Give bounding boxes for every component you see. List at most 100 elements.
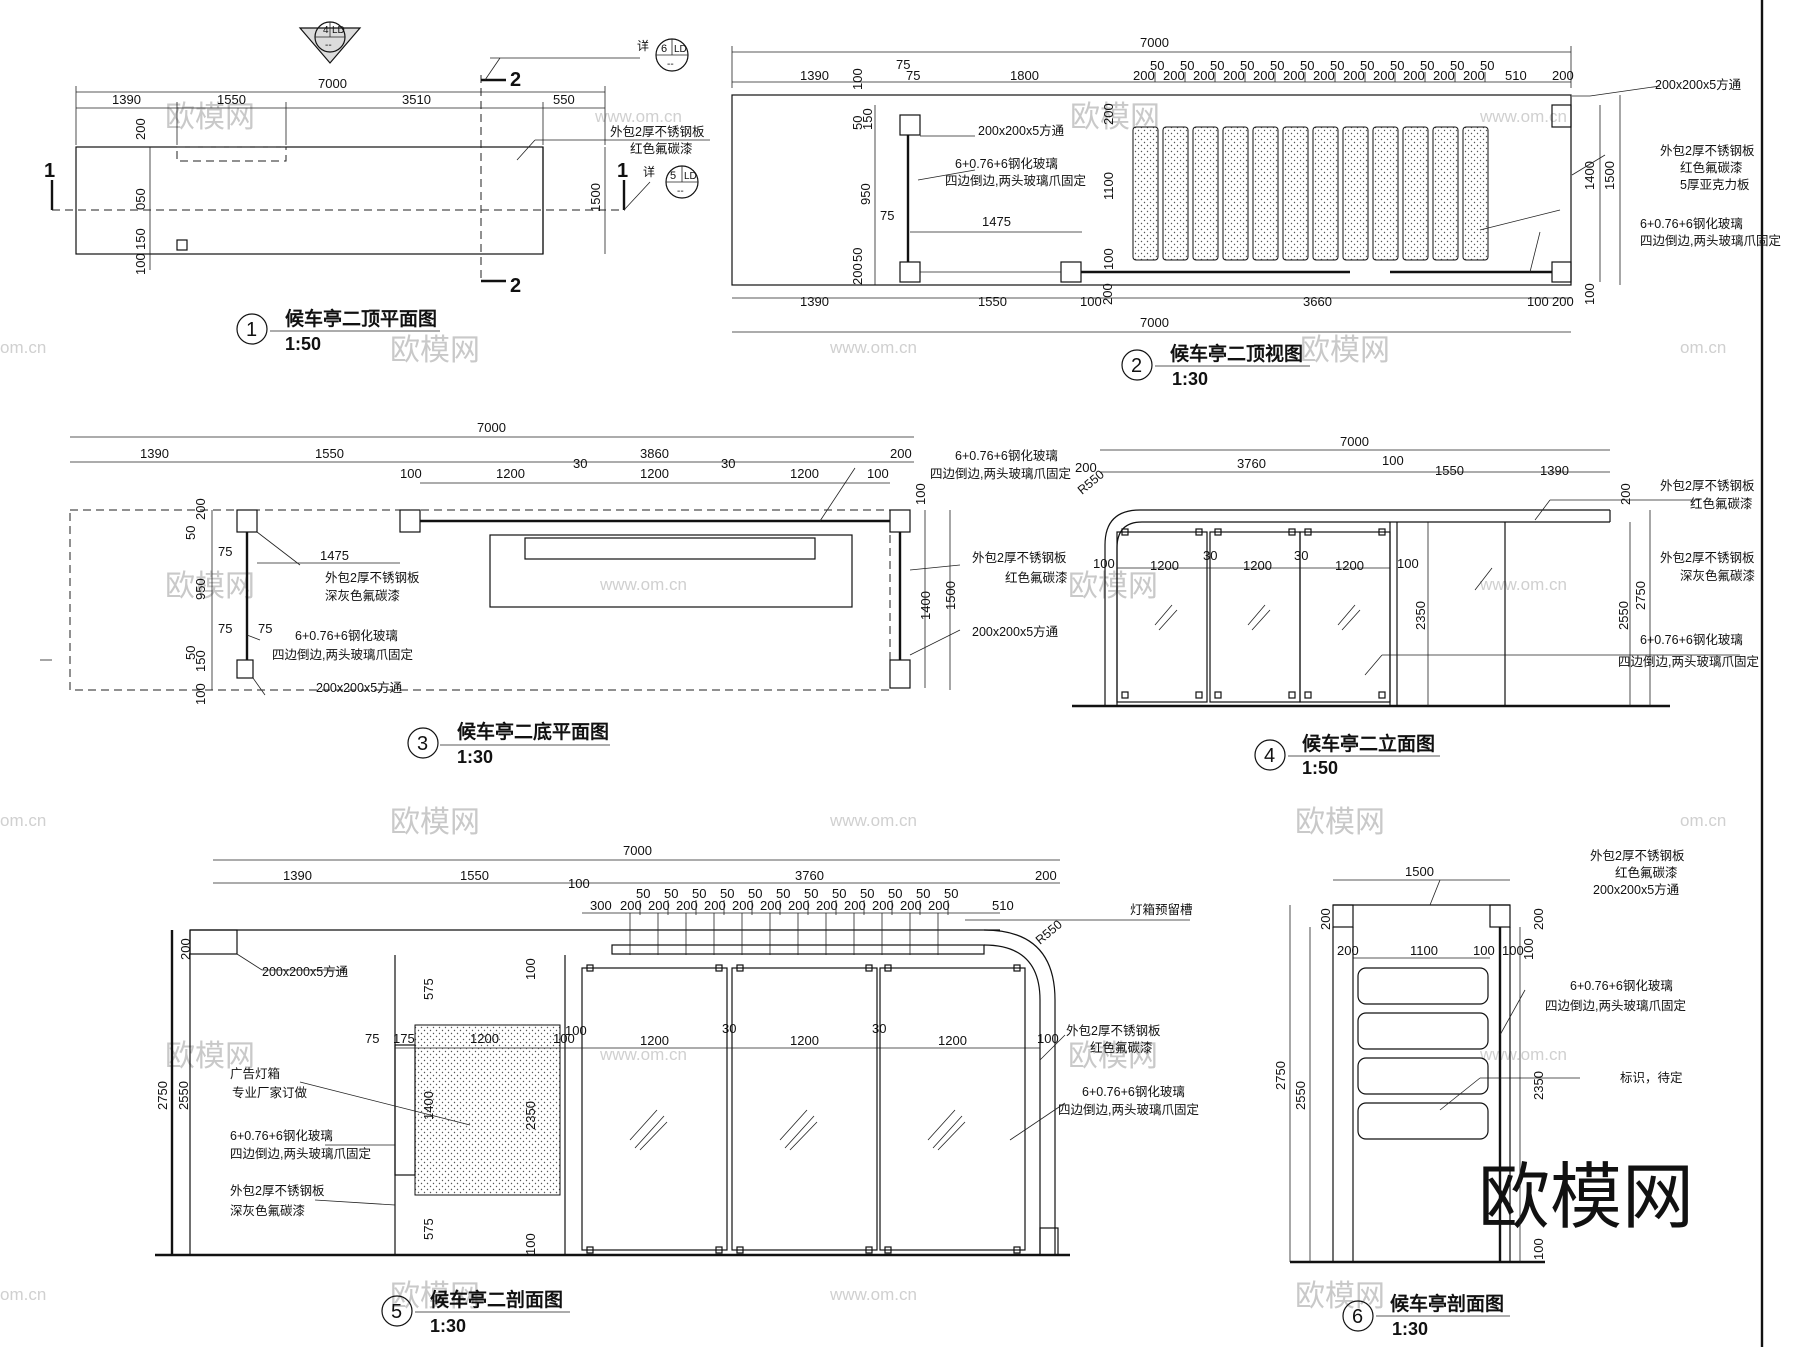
sign-slot — [1357, 1102, 1489, 1140]
watermark-url: om.cn — [1680, 811, 1726, 830]
dim-label: 50 — [1330, 58, 1344, 73]
svg-text:575: 575 — [421, 978, 436, 1000]
glass-glint — [789, 1121, 818, 1151]
dim-label: 200 — [620, 898, 642, 913]
svg-text:200: 200 — [1531, 908, 1546, 930]
glass-clamp — [1214, 528, 1222, 536]
dim-label: 50 — [1210, 58, 1224, 73]
roof-panel — [1162, 126, 1189, 261]
svg-text:红色氟碳漆: 红色氟碳漆 — [1615, 865, 1678, 880]
dim-label: 50 — [776, 886, 790, 901]
svg-text:100: 100 — [1527, 294, 1549, 309]
svg-text:100: 100 — [1397, 556, 1419, 571]
svg-text:6+0.76+6钢化玻璃: 6+0.76+6钢化玻璃 — [955, 449, 1058, 463]
dim-label: 200 — [1403, 68, 1425, 83]
svg-text:950: 950 — [193, 578, 208, 600]
dim-label: 50 — [888, 886, 902, 901]
svg-text:2350: 2350 — [1531, 1071, 1546, 1100]
svg-text:75: 75 — [365, 1031, 379, 1046]
svg-text:2550: 2550 — [1616, 601, 1631, 630]
svg-text:75: 75 — [258, 621, 272, 636]
glass-clamp — [736, 964, 744, 972]
svg-text:4: 4 — [323, 25, 329, 36]
glass-clamp — [586, 1246, 594, 1254]
svg-text:外包2厚不锈钢板: 外包2厚不锈钢板 — [1660, 143, 1755, 158]
svg-text:200: 200 — [1100, 283, 1115, 305]
view-scale: 1:30 — [1392, 1319, 1428, 1339]
svg-text:550: 550 — [553, 92, 575, 107]
svg-text:1200: 1200 — [790, 466, 819, 481]
view-number: 4 — [1264, 745, 1275, 767]
svg-text:6: 6 — [661, 43, 667, 55]
svg-text:100: 100 — [1521, 938, 1536, 960]
svg-text:1390: 1390 — [283, 868, 312, 883]
view-5-section: 7000 1390 1550 100 3760 200 300 50200502… — [155, 843, 1199, 1336]
svg-text:1200: 1200 — [1150, 558, 1179, 573]
watermark-url: om.cn — [0, 1285, 46, 1304]
dim-label: 50 — [916, 886, 930, 901]
view-scale: 1:30 — [430, 1316, 466, 1336]
svg-text:1550: 1550 — [460, 868, 489, 883]
watermark-text: 欧模网 — [165, 101, 255, 134]
dim-label: 200 — [1253, 68, 1275, 83]
dim-label: 200 — [872, 898, 894, 913]
view-6-section: 1500 200 1100 100 100 2750 2550 200 200 … — [1273, 848, 1686, 1339]
svg-text:1400: 1400 — [421, 1091, 436, 1120]
svg-text:100: 100 — [1080, 294, 1102, 309]
watermark-text: 欧模网 — [1068, 570, 1158, 603]
glass-glint — [1154, 604, 1173, 626]
svg-text:2: 2 — [510, 275, 521, 297]
brand-mark: 欧模网 — [1478, 1158, 1694, 1238]
sign-slot — [1357, 1012, 1489, 1050]
watermark-url: www.om.cn — [1479, 575, 1567, 594]
sign-slots — [1357, 967, 1489, 1140]
svg-text:深灰色氟碳漆: 深灰色氟碳漆 — [325, 588, 400, 603]
dim-label: 200 — [676, 898, 698, 913]
view-title: 候车亭二立面图 — [1302, 732, 1435, 755]
view-1-top-plan: 4 LD -- 7000 1390 1550 3510 550 1 1 2 2 — [44, 21, 710, 354]
glass-clamp — [1195, 691, 1203, 699]
svg-text:200: 200 — [850, 263, 865, 285]
svg-text:1390: 1390 — [800, 68, 829, 83]
dim-label: 200 — [1223, 68, 1245, 83]
glass-panel — [1299, 531, 1391, 703]
svg-text:30: 30 — [1203, 548, 1217, 563]
svg-text:150: 150 — [133, 228, 148, 250]
roof-panel — [1432, 126, 1459, 261]
dim-label: 200 — [1283, 68, 1305, 83]
view-number: 6 — [1352, 1306, 1363, 1328]
dim-label: 200 — [704, 898, 726, 913]
dim-label: 200 — [1193, 68, 1215, 83]
svg-text:100: 100 — [193, 683, 208, 705]
svg-text:四边倒边,两头玻璃爪固定: 四边倒边,两头玻璃爪固定 — [1058, 1102, 1199, 1117]
glass-glint — [784, 1115, 815, 1149]
svg-text:100: 100 — [1582, 283, 1597, 305]
view-title: 候车亭二剖面图 — [430, 1288, 563, 1311]
watermark-url: om.cn — [1680, 338, 1726, 357]
dim-label: 50 — [1240, 58, 1254, 73]
svg-text:300: 300 — [590, 898, 612, 913]
svg-text:1550: 1550 — [978, 294, 1007, 309]
svg-text:1200: 1200 — [790, 1033, 819, 1048]
svg-text:四边倒边,两头玻璃爪固定: 四边倒边,两头玻璃爪固定 — [945, 173, 1086, 188]
svg-text:红色氟碳漆: 红色氟碳漆 — [1680, 160, 1743, 175]
svg-text:100: 100 — [867, 466, 889, 481]
watermark-url: www.om.cn — [829, 338, 917, 357]
svg-text:红色氟碳漆: 红色氟碳漆 — [1690, 496, 1753, 511]
svg-text:200: 200 — [1318, 908, 1333, 930]
svg-text:100: 100 — [568, 876, 590, 891]
svg-text:四边倒边,两头玻璃爪固定: 四边倒边,两头玻璃爪固定 — [1640, 233, 1781, 248]
svg-text:1500: 1500 — [588, 183, 603, 212]
dim-total: 7000 — [1140, 35, 1169, 50]
svg-text:1100: 1100 — [1410, 943, 1438, 958]
svg-text:外包2厚不锈钢板: 外包2厚不锈钢板 — [972, 550, 1067, 565]
svg-text:1800: 1800 — [1010, 68, 1039, 83]
dim-label: 50 — [1360, 58, 1374, 73]
svg-text:LD: LD — [332, 25, 345, 36]
dim-label: 50 — [804, 886, 818, 901]
svg-text:75: 75 — [880, 208, 894, 223]
svg-text:四边倒边,两头玻璃爪固定: 四边倒边,两头玻璃爪固定 — [230, 1146, 371, 1161]
svg-text:红色氟碳漆: 红色氟碳漆 — [1090, 1040, 1153, 1055]
panel-dim-strip: 5020050200502005020050200502005020050200… — [620, 886, 958, 915]
svg-text:1200: 1200 — [496, 466, 525, 481]
